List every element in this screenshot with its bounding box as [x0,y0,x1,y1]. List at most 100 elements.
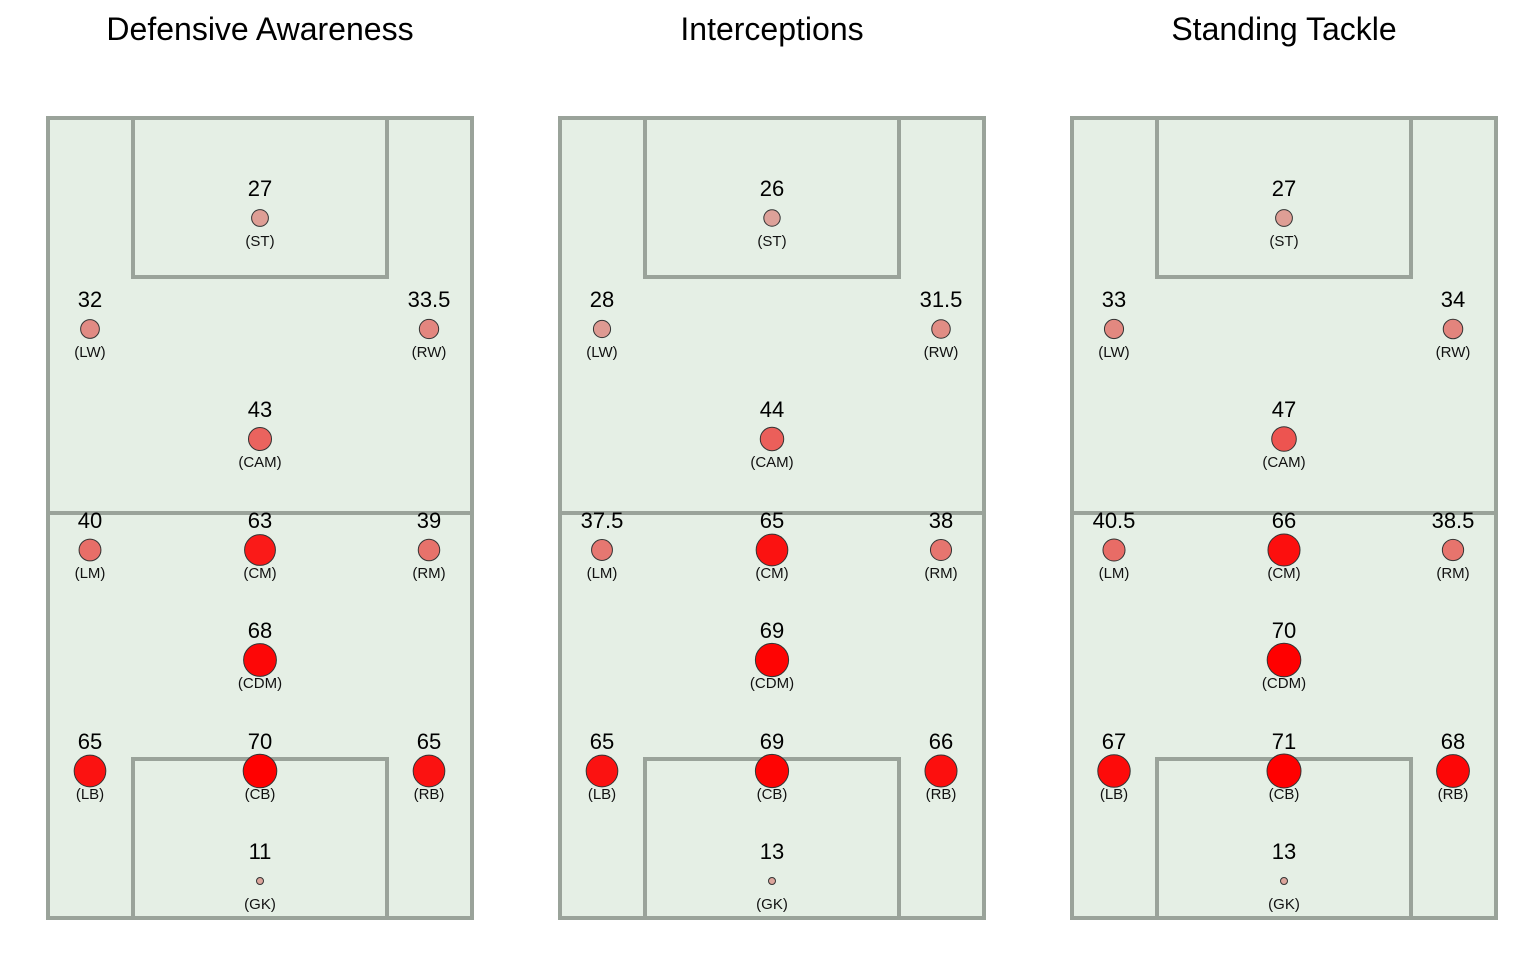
player-position-dot [243,643,277,677]
value-label: 71 [1272,729,1296,754]
position-label: (RW) [412,344,447,361]
position-label: (CB) [757,786,788,803]
player-position-dot [1266,642,1302,678]
player-position-dot [1436,754,1470,788]
value-label: 27 [248,176,272,201]
value-label: 31.5 [920,287,963,312]
player-position-dot [247,426,273,452]
position-label: (CM) [243,565,276,582]
value-label: 11 [249,839,272,864]
player-position-dot [78,538,102,562]
player-position-dot [412,754,446,788]
position-label: (LW) [586,344,617,361]
player-position-dot [585,754,619,788]
position-label: (ST) [245,233,274,250]
player-position-dot [759,426,785,452]
player-position-dot [244,534,276,566]
player-position-dot [1280,877,1288,885]
player-position-dot [1267,533,1301,567]
value-label: 69 [760,618,784,643]
player-position-dot [929,538,953,562]
player-position-dot [417,538,441,562]
position-label: (CDM) [238,675,282,692]
player-position-dot [763,209,781,227]
position-label: (GK) [756,896,788,913]
player-position-dot [592,319,612,339]
player-position-dot [251,209,269,227]
player-position-dot [73,754,107,788]
player-position-dot [754,753,790,789]
position-label: (CDM) [1262,675,1306,692]
position-label: (CAM) [238,454,281,471]
top-penalty-box [1155,118,1413,279]
player-position-dot [80,319,100,339]
position-label: (LW) [74,344,105,361]
top-penalty-box [643,118,901,279]
position-label: (RB) [414,786,445,803]
value-label: 67 [1102,729,1126,754]
position-label: (CAM) [750,454,793,471]
position-label: (RW) [1436,344,1471,361]
value-label: 34 [1441,287,1465,312]
value-label: 44 [760,397,784,422]
position-label: (CB) [245,786,276,803]
position-label: (CDM) [750,675,794,692]
position-label: (LB) [76,786,104,803]
player-position-dot [256,877,264,885]
position-label: (CAM) [1262,454,1305,471]
player-position-dot [242,753,278,789]
position-label: (GK) [244,896,276,913]
position-label: (LB) [1100,786,1128,803]
value-label: 13 [1272,839,1296,864]
value-label: 13 [760,839,784,864]
value-label: 40.5 [1093,508,1136,533]
value-label: 47 [1272,397,1296,422]
value-label: 66 [1272,508,1296,533]
value-label: 65 [78,729,102,754]
value-label: 32 [78,287,102,312]
position-label: (RM) [924,565,957,582]
player-position-dot [591,539,613,561]
player-position-dot [1103,318,1125,340]
position-label: (LW) [1098,344,1129,361]
value-label: 26 [760,176,784,201]
value-label: 63 [248,508,272,533]
value-label: 65 [590,729,614,754]
value-label: 38 [929,508,953,533]
player-position-dot [931,319,951,339]
chart-title: Defensive Awareness [106,11,413,47]
position-label: (RM) [412,565,445,582]
player-position-dot [924,754,958,788]
position-label: (ST) [1269,233,1298,250]
player-position-dot [1441,538,1465,562]
value-label: 33.5 [408,287,451,312]
position-label: (RM) [1436,565,1469,582]
value-label: 43 [248,397,272,422]
value-label: 66 [929,729,953,754]
player-position-dot [754,642,790,678]
position-label: (CM) [755,565,788,582]
position-label: (CB) [1269,786,1300,803]
player-position-dot [1266,753,1302,789]
value-label: 33 [1102,287,1126,312]
player-position-dot [1102,538,1126,562]
position-label: (CM) [1267,565,1300,582]
player-position-dot [755,533,789,567]
position-label: (LM) [587,565,618,582]
position-label: (LB) [588,786,616,803]
value-label: 70 [248,729,272,754]
position-label: (RB) [1438,786,1469,803]
position-label: (RW) [924,344,959,361]
chart-title: Interceptions [680,11,863,47]
value-label: 68 [1441,729,1465,754]
value-label: 65 [417,729,441,754]
player-position-dot [768,877,776,885]
value-label: 38.5 [1432,508,1475,533]
player-position-dot [1442,318,1464,340]
value-label: 28 [590,287,614,312]
position-label: (RB) [926,786,957,803]
player-position-dot [1271,426,1297,452]
position-label: (ST) [757,233,786,250]
position-label: (LM) [75,565,106,582]
